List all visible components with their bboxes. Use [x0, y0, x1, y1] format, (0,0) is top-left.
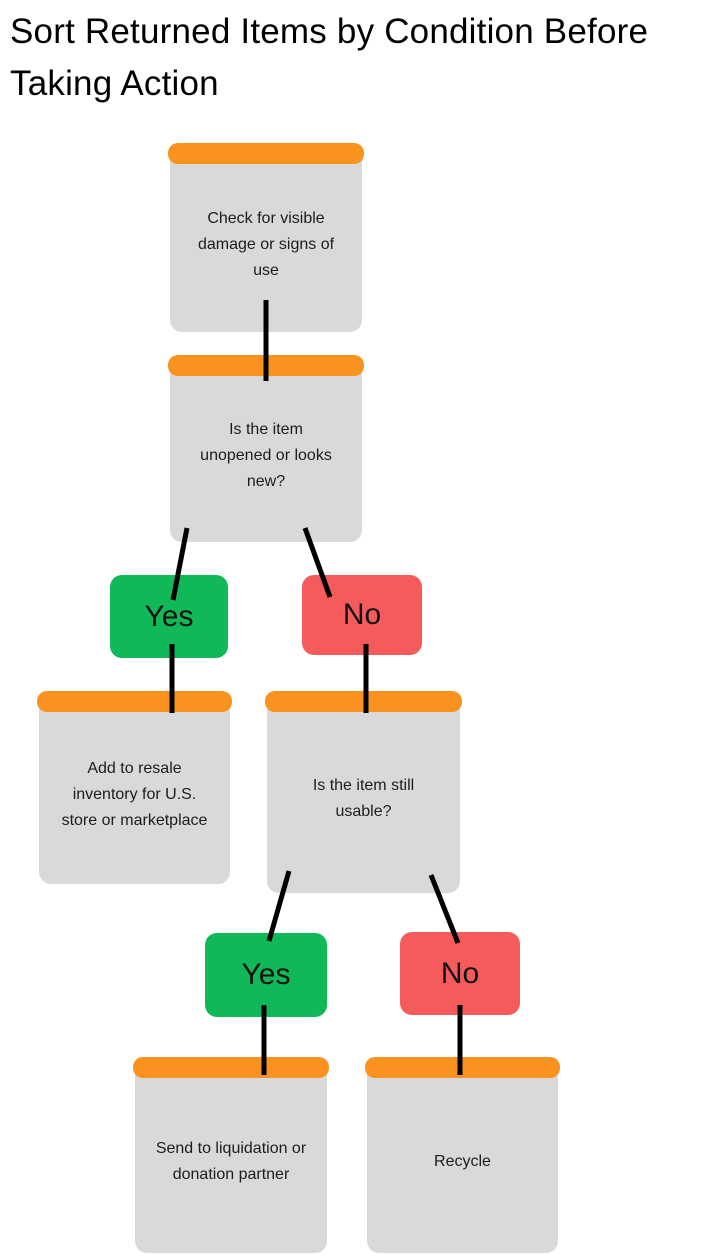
- answer-label: No: [342, 598, 382, 631]
- page-title: Sort Returned Items by Condition Before …: [10, 12, 649, 103]
- flow-node-liquidation: Send to liquidation or donation partner: [133, 1057, 329, 1253]
- node-label: Recycle: [434, 1153, 491, 1170]
- node-header-bar: [133, 1057, 329, 1078]
- node-header-bar: [365, 1057, 560, 1078]
- node-label: Check for visible damage or signs of use: [197, 209, 335, 279]
- node-header-bar: [37, 691, 232, 712]
- answer-label: No: [440, 956, 480, 990]
- flow-node-resale: Add to resale inventory for U.S. store o…: [37, 691, 232, 884]
- node-label: Add to resale inventory for U.S. store o…: [61, 759, 208, 829]
- answer-node-no-1: No: [302, 575, 422, 655]
- answer-label: Yes: [144, 599, 194, 633]
- flow-node-unopened-question: Is the item unopened or looks new?: [168, 355, 364, 542]
- answer-node-no-2: No: [400, 932, 520, 1015]
- node-label: Is the item unopened or looks new?: [200, 420, 332, 490]
- node-label: Send to liquidation or donation partner: [155, 1140, 307, 1183]
- flow-node-recycle: Recycle: [365, 1057, 560, 1253]
- answer-node-yes-1: Yes: [110, 575, 228, 658]
- node-header-bar: [168, 355, 364, 376]
- flow-node-check-damage: Check for visible damage or signs of use: [168, 143, 364, 332]
- node-header-bar: [265, 691, 462, 712]
- node-header-bar: [168, 143, 364, 164]
- answer-label: Yes: [241, 958, 291, 991]
- answer-node-yes-2: Yes: [205, 933, 327, 1017]
- node-label: Is the item still usable?: [312, 777, 415, 820]
- flow-node-usable-question: Is the item still usable?: [265, 691, 462, 893]
